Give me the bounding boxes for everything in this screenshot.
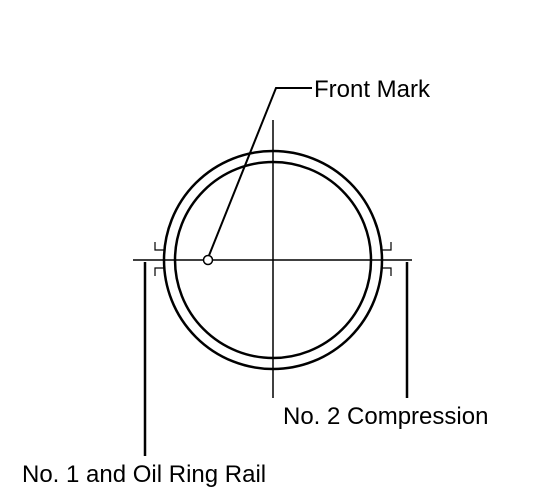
inner-ring [173, 160, 373, 360]
outer-ring [162, 149, 384, 371]
front-mark-leader [207, 87, 312, 259]
oil-ring-label: No. 1 and Oil Ring Rail [22, 461, 266, 488]
front-mark-dot [202, 254, 214, 266]
compression-ring-label: No. 2 Compression [283, 403, 488, 430]
front-mark-label: Front Mark [314, 76, 431, 103]
right-gap-marks [382, 242, 392, 276]
left-gap-marks [154, 242, 164, 276]
